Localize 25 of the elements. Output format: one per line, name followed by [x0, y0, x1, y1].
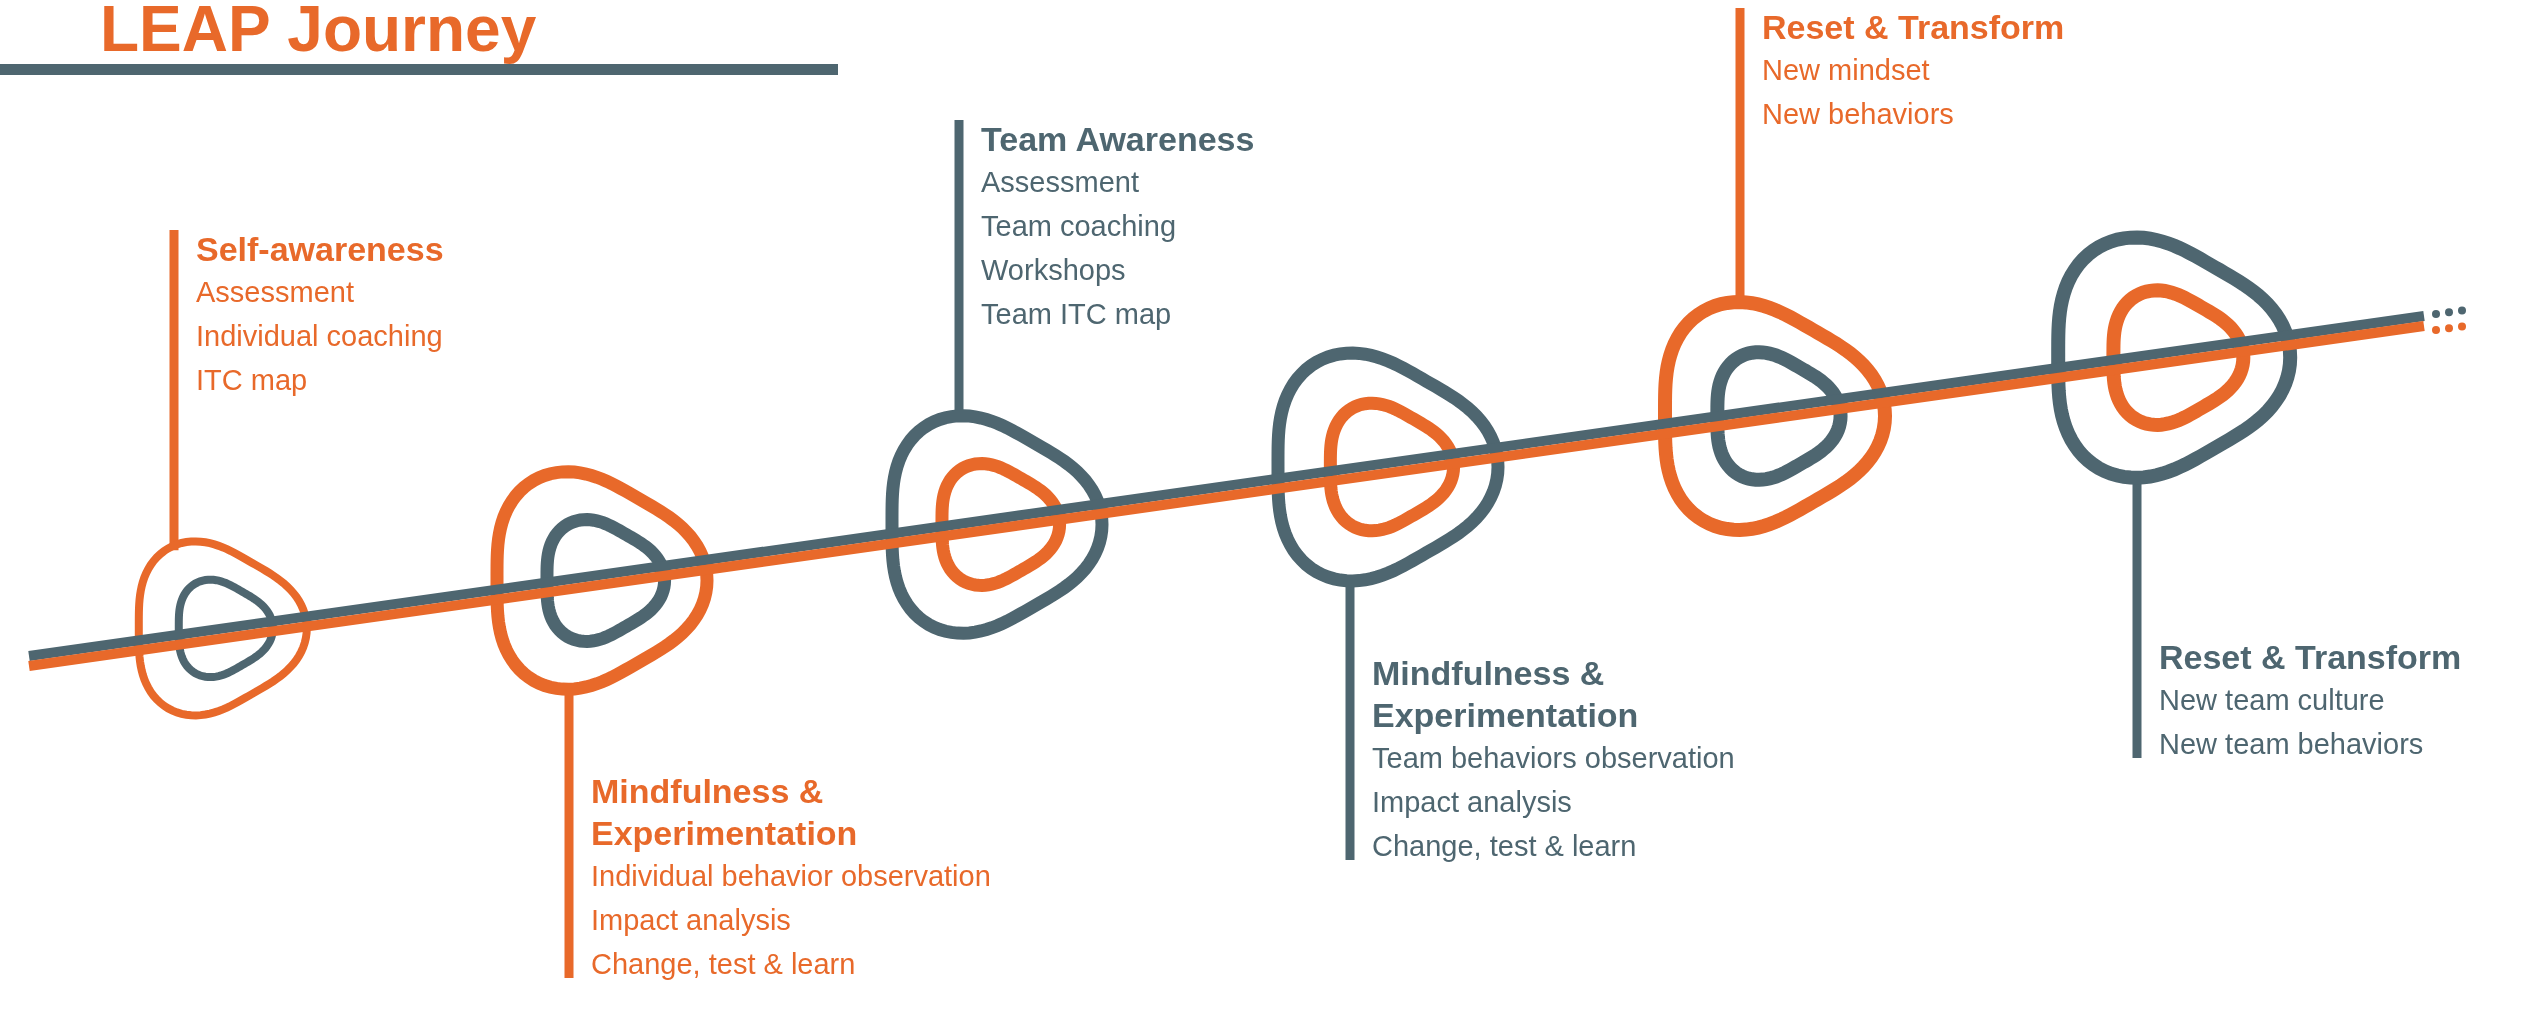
milestone-item: New team culture	[2159, 683, 2385, 718]
milestone-item: New behaviors	[1762, 97, 1954, 132]
milestone-heading: Reset & Transform	[1762, 7, 2065, 48]
milestone-heading: Reset & Transform	[2159, 637, 2462, 678]
milestone-heading: Mindfulness & Experimentation	[1372, 653, 1640, 736]
milestone-item: New team behaviors	[2159, 727, 2424, 762]
milestone-item: Impact analysis	[1372, 785, 1572, 820]
stem-line	[169, 230, 179, 551]
milestone-item: Assessment	[196, 275, 354, 310]
milestone-item: Individual coaching	[196, 319, 443, 354]
milestone-item: ITC map	[196, 363, 308, 398]
milestone-item: Team behaviors observation	[1372, 741, 1735, 776]
milestone-item: Workshops	[981, 253, 1126, 288]
milestone-heading: Team Awareness	[981, 119, 1255, 160]
milestone-heading: Mindfulness & Experimentation	[591, 771, 859, 854]
milestone-heading: Self-awareness	[196, 229, 444, 270]
title: LEAP Journey	[100, 0, 537, 64]
milestone-item: Change, test & learn	[1372, 829, 1637, 864]
milestone-item: Change, test & learn	[591, 947, 856, 982]
milestone-item: New mindset	[1762, 53, 1930, 88]
milestone-item: Assessment	[981, 165, 1139, 200]
milestone-item: Team coaching	[981, 209, 1177, 244]
milestone-item: Impact analysis	[591, 903, 791, 938]
milestone-item: Individual behavior observation	[591, 859, 991, 894]
milestone-item: Team ITC map	[981, 297, 1172, 332]
